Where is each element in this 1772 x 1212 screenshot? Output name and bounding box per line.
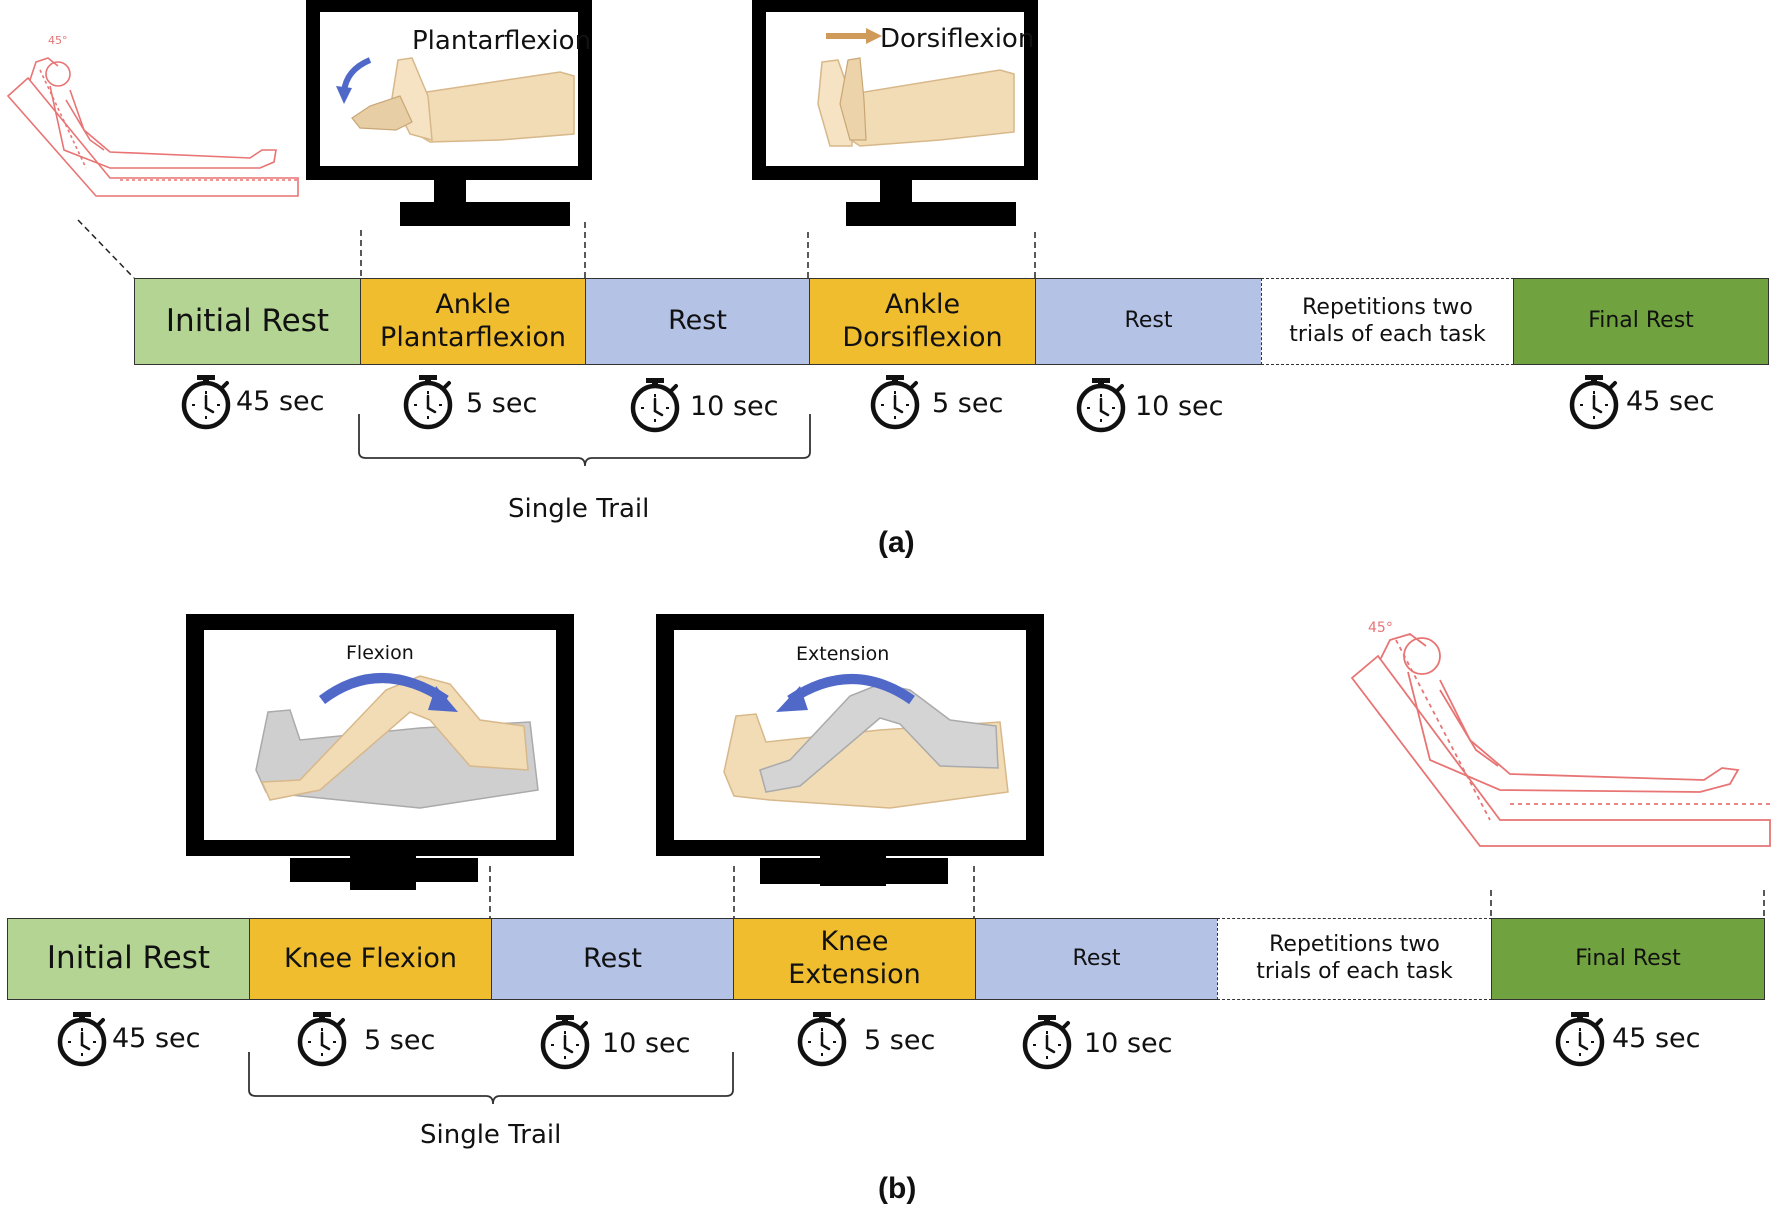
timer-label: 10 sec — [1135, 391, 1224, 422]
timer-label: 5 sec — [864, 1025, 936, 1056]
timer-label: 5 sec — [932, 388, 1004, 419]
caption-dorsiflexion: Dorsiflexion — [880, 24, 1035, 54]
segment-rest-1: Rest — [585, 278, 810, 365]
segment-final-rest: Final Rest — [1491, 918, 1765, 1000]
reclined-patient-illustration-b — [1350, 633, 1771, 847]
segment-final-rest: Final Rest — [1513, 278, 1769, 365]
single-trail-brace-b — [248, 1052, 734, 1105]
timer-label: 10 sec — [1084, 1028, 1173, 1059]
single-trail-label: Single Trail — [508, 494, 650, 524]
monitor-extension — [656, 614, 1044, 886]
stopwatch-icon — [184, 375, 228, 427]
posture-angle-a: 45° — [48, 34, 68, 47]
segment-rest-1: Rest — [491, 918, 734, 1000]
leg-extension-illustration — [723, 683, 1009, 809]
panel-label-a: (a) — [878, 526, 915, 559]
stopwatch-icon — [1558, 1012, 1602, 1064]
connector-lines-a — [77, 219, 1036, 279]
single-trail-brace-a — [358, 414, 811, 467]
single-trail-label: Single Trail — [420, 1120, 562, 1150]
timer-label: 45 sec — [236, 386, 325, 417]
segment-rest-2: Rest — [1035, 278, 1262, 365]
timer-label: 45 sec — [112, 1023, 201, 1054]
posture-angle-b: 45° — [1368, 620, 1393, 636]
stopwatch-icon — [300, 1012, 344, 1064]
leg-plantarflexion-illustration — [351, 57, 575, 143]
stopwatch-icon — [800, 1012, 844, 1064]
caption-plantarflexion: Plantarflexion — [412, 26, 592, 56]
stopwatch-icon — [1025, 1015, 1069, 1067]
monitor-flexion — [186, 614, 574, 890]
timer-label: 45 sec — [1626, 386, 1715, 417]
stopwatch-icon — [60, 1012, 104, 1064]
stopwatch-icon — [543, 1015, 587, 1067]
arrow-icon — [318, 673, 449, 705]
leg-dorsiflexion-illustration — [817, 57, 1015, 147]
panel-label-b: (b) — [878, 1172, 917, 1205]
monitor-plantarflexion — [306, 0, 592, 226]
segment-initial-rest: Initial Rest — [7, 918, 250, 1000]
segment-rest-2: Rest — [975, 918, 1218, 1000]
timer-label: 5 sec — [364, 1025, 436, 1056]
stopwatch-icon — [1572, 375, 1616, 427]
stopwatch-icon — [633, 378, 677, 430]
stopwatch-icon — [406, 375, 450, 427]
stopwatch-icon — [873, 375, 917, 427]
caption-extension: Extension — [796, 643, 890, 665]
arrow-icon — [787, 674, 915, 705]
monitor-dorsiflexion — [752, 0, 1038, 226]
reclined-patient-illustration-a — [6, 57, 300, 197]
segment-knee-flexion: Knee Flexion — [249, 918, 492, 1000]
connector-lines-b — [489, 866, 1765, 918]
stopwatch-icon — [1079, 378, 1123, 430]
leg-flexion-illustration — [255, 675, 539, 809]
timer-label: 5 sec — [466, 388, 538, 419]
timer-label: 10 sec — [602, 1028, 691, 1059]
caption-flexion: Flexion — [346, 642, 414, 664]
segment-initial-rest: Initial Rest — [134, 278, 361, 365]
timer-label: 10 sec — [690, 391, 779, 422]
timer-label: 45 sec — [1612, 1023, 1701, 1054]
